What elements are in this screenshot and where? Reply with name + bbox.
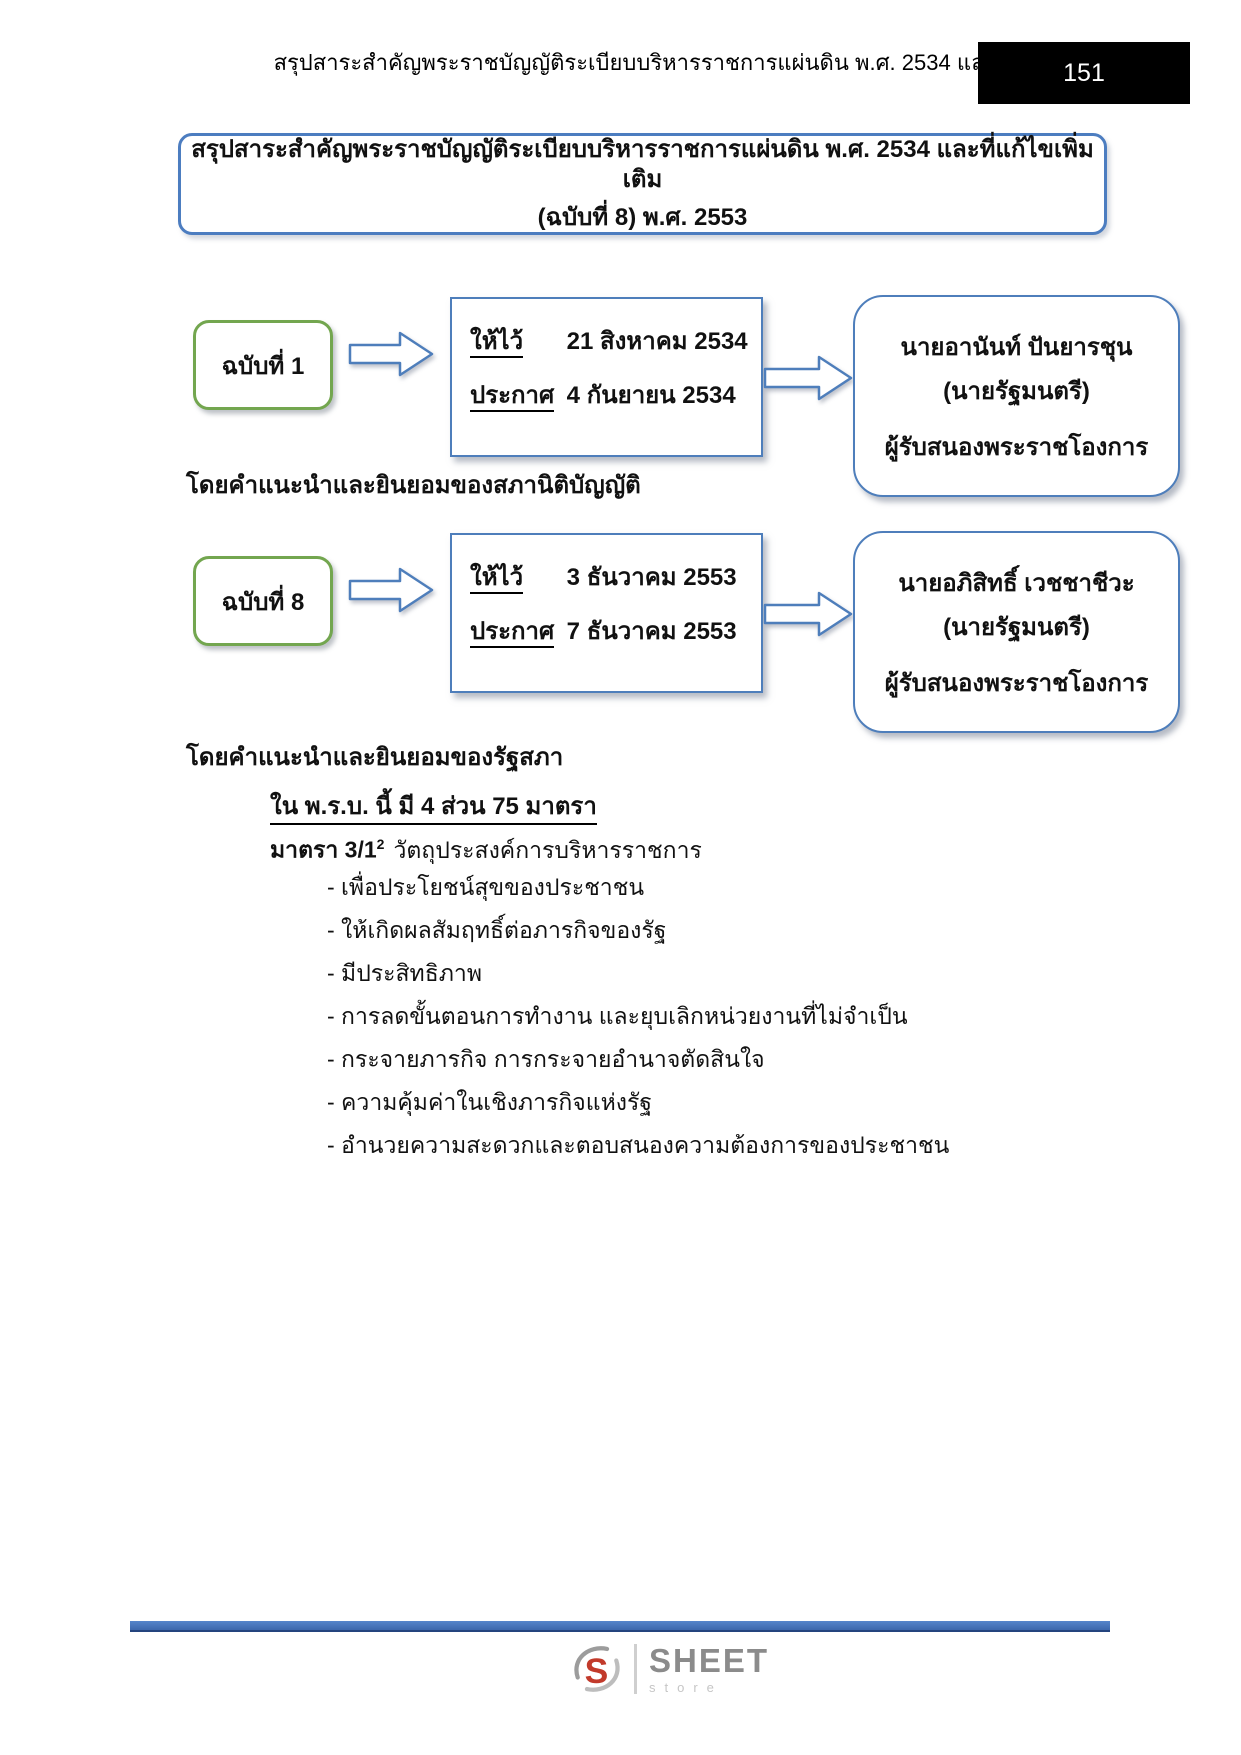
row-caption-1: โดยคำแนะนำและยินยอมของสภานิติบัญญัติ <box>186 472 641 499</box>
announce-date: 7 ธันวาคม 2553 <box>566 618 737 645</box>
flow-arrow-icon <box>348 331 434 377</box>
signer-box-2: นายอภิสิทธิ์ เวชชาชีวะ (นายรัฐมนตรี) ผู้… <box>853 531 1180 733</box>
list-item: - การลดขั้นตอนการทำงาน และยุบเลิกหน่วยงา… <box>327 1003 908 1029</box>
signer-title: (นายรัฐมนตรี) <box>943 614 1090 641</box>
brand-name: SHEET <box>649 1641 770 1679</box>
signer-role: ผู้รับสนองพระราชโองการ <box>884 670 1149 697</box>
article-label: มาตรา 3/1 <box>270 836 377 863</box>
footer-divider-bar <box>130 1621 1110 1632</box>
page-header-title: สรุปสาระสำคัญพระราชบัญญัติระเบียบบริหารร… <box>273 50 1065 75</box>
announce-line: ประกาศ 4 กันยายน 2534 <box>470 377 761 415</box>
given-line: ให้ไว้ 21 สิงหาคม 2534 <box>470 323 761 361</box>
flow-arrow-icon <box>763 591 853 637</box>
page-number: 151 <box>1063 58 1105 87</box>
dates-box-1: ให้ไว้ 21 สิงหาคม 2534 ประกาศ 4 กันยายน … <box>450 297 763 457</box>
page-number-badge: 151 <box>978 42 1190 104</box>
list-item: - เพื่อประโยชน์สุขของประชาชน <box>327 874 645 900</box>
title-line-2: (ฉบับที่ 8) พ.ศ. 2553 <box>537 204 748 231</box>
edition-label: ฉบับที่ 1 <box>221 352 305 380</box>
signer-name: นายอานันท์ ปันยารชุน <box>900 334 1133 361</box>
announce-date: 4 กันยายน 2534 <box>566 382 736 409</box>
list-item: - ความคุ้มค่าในเชิงภารกิจแห่งรัฐ <box>327 1089 653 1115</box>
announce-line: ประกาศ 7 ธันวาคม 2553 <box>470 613 761 651</box>
row-caption-2: โดยคำแนะนำและยินยอมของรัฐสภา <box>186 744 564 771</box>
brand-subtitle: store <box>649 1679 723 1695</box>
signer-title: (นายรัฐมนตรี) <box>943 378 1090 405</box>
s-logo-letter: S <box>585 1651 609 1691</box>
article-line: มาตรา 3/12 วัตถุประสงค์การบริหารราชการ <box>270 827 702 867</box>
flow-arrow-icon <box>763 355 853 401</box>
edition-box-1: ฉบับที่ 1 <box>193 320 333 410</box>
flow-arrow-icon <box>348 567 434 613</box>
signer-box-1: นายอานันท์ ปันยารชุน (นายรัฐมนตรี) ผู้รั… <box>853 295 1180 497</box>
edition-label: ฉบับที่ 8 <box>221 588 305 616</box>
given-date: 21 สิงหาคม 2534 <box>566 328 748 355</box>
edition-box-2: ฉบับที่ 8 <box>193 556 333 646</box>
s-logo-icon: S <box>574 1646 620 1692</box>
dates-box-2: ให้ไว้ 3 ธันวาคม 2553 ประกาศ 7 ธันวาคม 2… <box>450 533 763 693</box>
logo-text: SHEET store <box>649 1641 770 1695</box>
announce-label: ประกาศ <box>470 618 555 648</box>
given-label: ให้ไว้ <box>470 328 524 358</box>
objectives-list: - เพื่อประโยชน์สุขของประชาชน - ให้เกิดผล… <box>327 866 949 1167</box>
title-line-1: สรุปสาระสำคัญพระราชบัญญัติระเบียบบริหารร… <box>191 136 1094 193</box>
list-item: - ให้เกิดผลสัมฤทธิ์ต่อภารกิจของรัฐ <box>327 917 667 943</box>
document-title-box: สรุปสาระสำคัญพระราชบัญญัติระเบียบบริหารร… <box>178 133 1107 235</box>
sheet-store-logo: S SHEET store <box>570 1642 769 1696</box>
section-heading-text: ใน พ.ร.บ. นี้ มี 4 ส่วน 75 มาตรา <box>270 793 597 825</box>
list-item: - มีประสิทธิภาพ <box>327 960 482 986</box>
article-title: วัตถุประสงค์การบริหารราชการ <box>393 836 702 863</box>
given-date: 3 ธันวาคม 2553 <box>566 564 737 591</box>
given-line: ให้ไว้ 3 ธันวาคม 2553 <box>470 559 761 597</box>
article-superscript: 2 <box>376 836 385 852</box>
list-item: - กระจายภารกิจ การกระจายอำนาจตัดสินใจ <box>327 1046 765 1072</box>
section-heading: ใน พ.ร.บ. นี้ มี 4 ส่วน 75 มาตรา <box>270 786 597 825</box>
announce-label: ประกาศ <box>470 382 555 412</box>
given-label: ให้ไว้ <box>470 564 524 594</box>
signer-role: ผู้รับสนองพระราชโองการ <box>884 434 1149 461</box>
logo-divider <box>634 1644 637 1694</box>
signer-name: นายอภิสิทธิ์ เวชชาชีวะ <box>898 570 1135 597</box>
list-item: - อำนวยความสะดวกและตอบสนองความต้องการของ… <box>327 1132 950 1158</box>
